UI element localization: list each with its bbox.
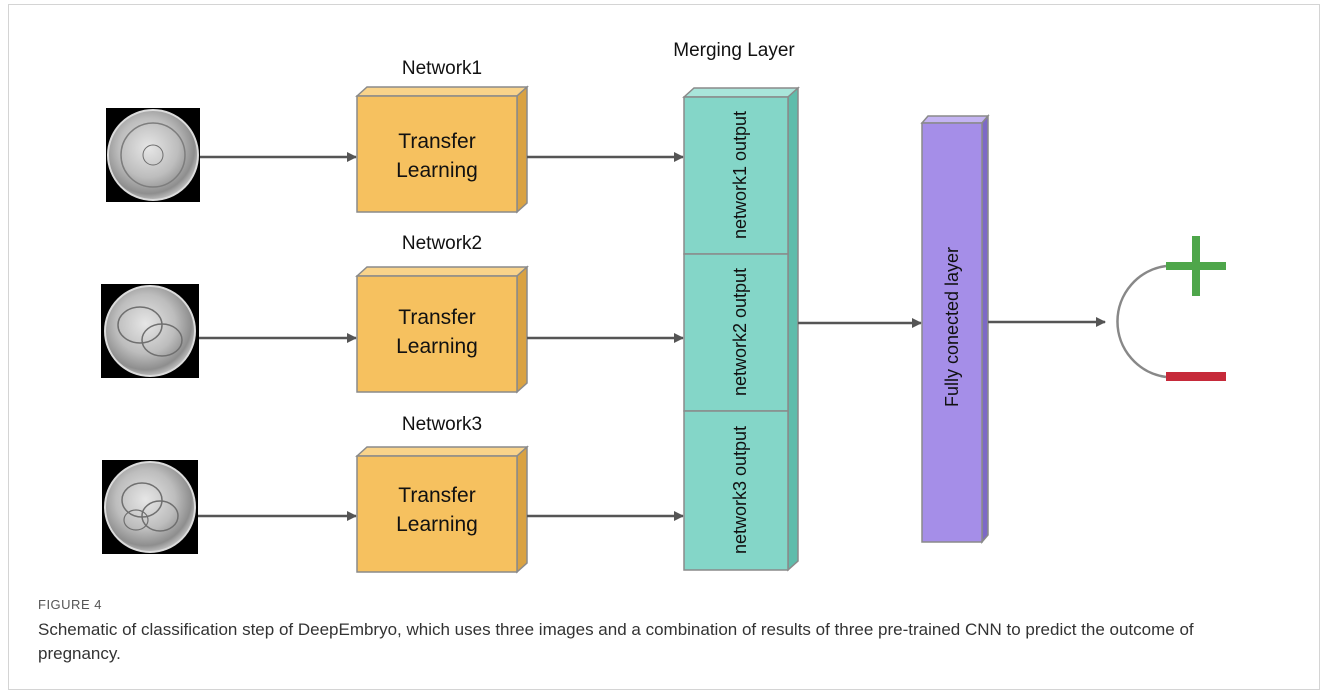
transfer-learning-block-2: Transfer Learning (355, 265, 529, 394)
merging-layer: network1 output network2 output network3… (682, 86, 800, 572)
network2-title: Network2 (402, 233, 482, 254)
transfer-label-3a: Transfer (398, 484, 475, 507)
merging-layer-title: Merging Layer (673, 40, 795, 61)
embryo-image-1 (106, 108, 200, 202)
network2-output-label: network2 output (730, 268, 750, 396)
figure-label: FIGURE 4 (38, 597, 102, 612)
network1-output-label: network1 output (730, 111, 750, 239)
figure-caption: Schematic of classification step of Deep… (38, 620, 1194, 663)
transfer-learning-block-3: Transfer Learning (355, 445, 529, 574)
negative-outcome-icon (1166, 372, 1226, 381)
embryo-image-2 (101, 284, 199, 378)
merge-segment-1 (683, 96, 789, 255)
merge-segment-3 (683, 410, 789, 571)
transfer-label-2b: Learning (396, 335, 478, 358)
output-split-arc (1116, 264, 1167, 379)
fully-connected-layer: Fully conected layer (920, 113, 990, 545)
network3-title: Network3 (402, 414, 482, 435)
classification-diagram: Network1 Network2 Network3 Transfer Lear… (101, 40, 1226, 574)
embryo-image-3 (102, 460, 198, 554)
transfer-label-2a: Transfer (398, 306, 475, 329)
transfer-label-3b: Learning (396, 513, 478, 536)
transfer-label-1b: Learning (396, 159, 478, 182)
network3-output-label: network3 output (730, 426, 750, 554)
merge-segment-2 (683, 253, 789, 412)
figure-frame (8, 4, 1320, 690)
transfer-learning-block-1: Transfer Learning (355, 85, 529, 214)
transfer-label-1a: Transfer (398, 130, 475, 153)
positive-outcome-icon (1166, 236, 1226, 296)
network1-title: Network1 (402, 58, 482, 79)
fc-layer-label: Fully conected layer (942, 247, 962, 407)
